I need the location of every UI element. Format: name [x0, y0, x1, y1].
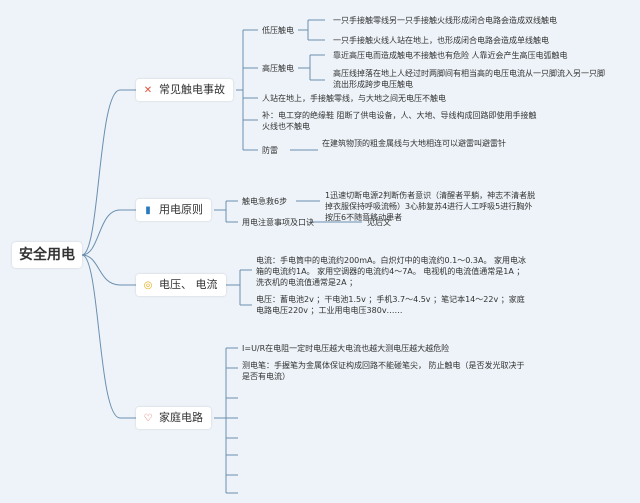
branch-voltage-current[interactable]: ◎ 电压、 电流: [136, 274, 226, 296]
topic-see-later[interactable]: 见后文: [367, 218, 391, 227]
topic-first-aid-steps[interactable]: 1迅速切断电源2判断伤者意识（清醒者平躺，神志不清者脱掉衣服保持呼吸流畅）3心肺…: [325, 191, 536, 222]
root-topic[interactable]: 安全用电: [12, 242, 82, 268]
topic-test-pen[interactable]: 测电笔：手握笔为金属体保证构成回路不能碰笔尖， 防止触电（是否发光取决于是否有电…: [242, 361, 525, 381]
bulb-icon: ◎: [143, 280, 153, 291]
branch-power-principles[interactable]: ▮ 用电原则: [136, 199, 211, 221]
topic-high-voltage[interactable]: 高压触电: [262, 64, 294, 73]
topic-double-line-shock[interactable]: 一只手接触零线另一只手接触火线形成闭合电路会造成双线触电: [333, 16, 557, 25]
branch-label: 常见触电事故: [159, 83, 225, 96]
branch-label: 用电原则: [159, 203, 203, 216]
topic-current-values[interactable]: 电流：手电筒中的电流约200mA。白炽灯中的电流约0.1～0.3A。 家用电冰箱…: [256, 256, 526, 287]
branch-electric-accidents[interactable]: ✕ 常见触电事故: [136, 79, 233, 101]
lightning-icon: ✕: [143, 85, 153, 96]
branch-label: 家庭电路: [159, 411, 203, 424]
topic-voltage-values[interactable]: 电压：蓄电池2v ；干电池1.5v ；手机3.7～4.5v ；笔记本14～22v…: [256, 295, 525, 315]
branch-household-circuit[interactable]: ♡ 家庭电路: [136, 407, 211, 429]
topic-lightning[interactable]: 防雷: [262, 146, 278, 155]
topic-arc-shock[interactable]: 靠近高压电而造成触电不接触也有危险 人靠近会产生高压电弧触电: [333, 51, 568, 60]
flag-icon: ▮: [145, 205, 151, 216]
topic-lightning-rod[interactable]: 在建筑物顶的粗金属线与大地相连可以避雷叫避雷针: [322, 139, 506, 148]
branch-label: 电压、 电流: [159, 278, 218, 291]
topic-first-aid[interactable]: 触电急救6步: [242, 197, 288, 206]
topic-insulated-shoes[interactable]: 补：电工穿的绝缘鞋 阻断了供电设备，人、大地、导线构成回路即使用手接触火线也不触…: [262, 111, 537, 131]
topic-ohms-law[interactable]: I=U/R在电阻一定时电压越大电流也越大测电压越大越危险: [242, 344, 450, 353]
topic-low-voltage[interactable]: 低压触电: [262, 26, 294, 35]
topic-step-voltage[interactable]: 高压线掉落在地上人经过时两脚间有相当高的电压电流从一只脚流入另一只脚流出形成跨步…: [333, 69, 605, 89]
topic-ground-neutral[interactable]: 人站在地上，手接触零线，与大地之间无电压不触电: [262, 94, 446, 103]
heart-icon: ♡: [143, 413, 153, 424]
topic-power-notes[interactable]: 用电注意事项及口诀: [242, 218, 314, 227]
topic-single-line-shock[interactable]: 一只手接触火线人站在地上，也形成闭合电路会造成单线触电: [333, 36, 549, 45]
